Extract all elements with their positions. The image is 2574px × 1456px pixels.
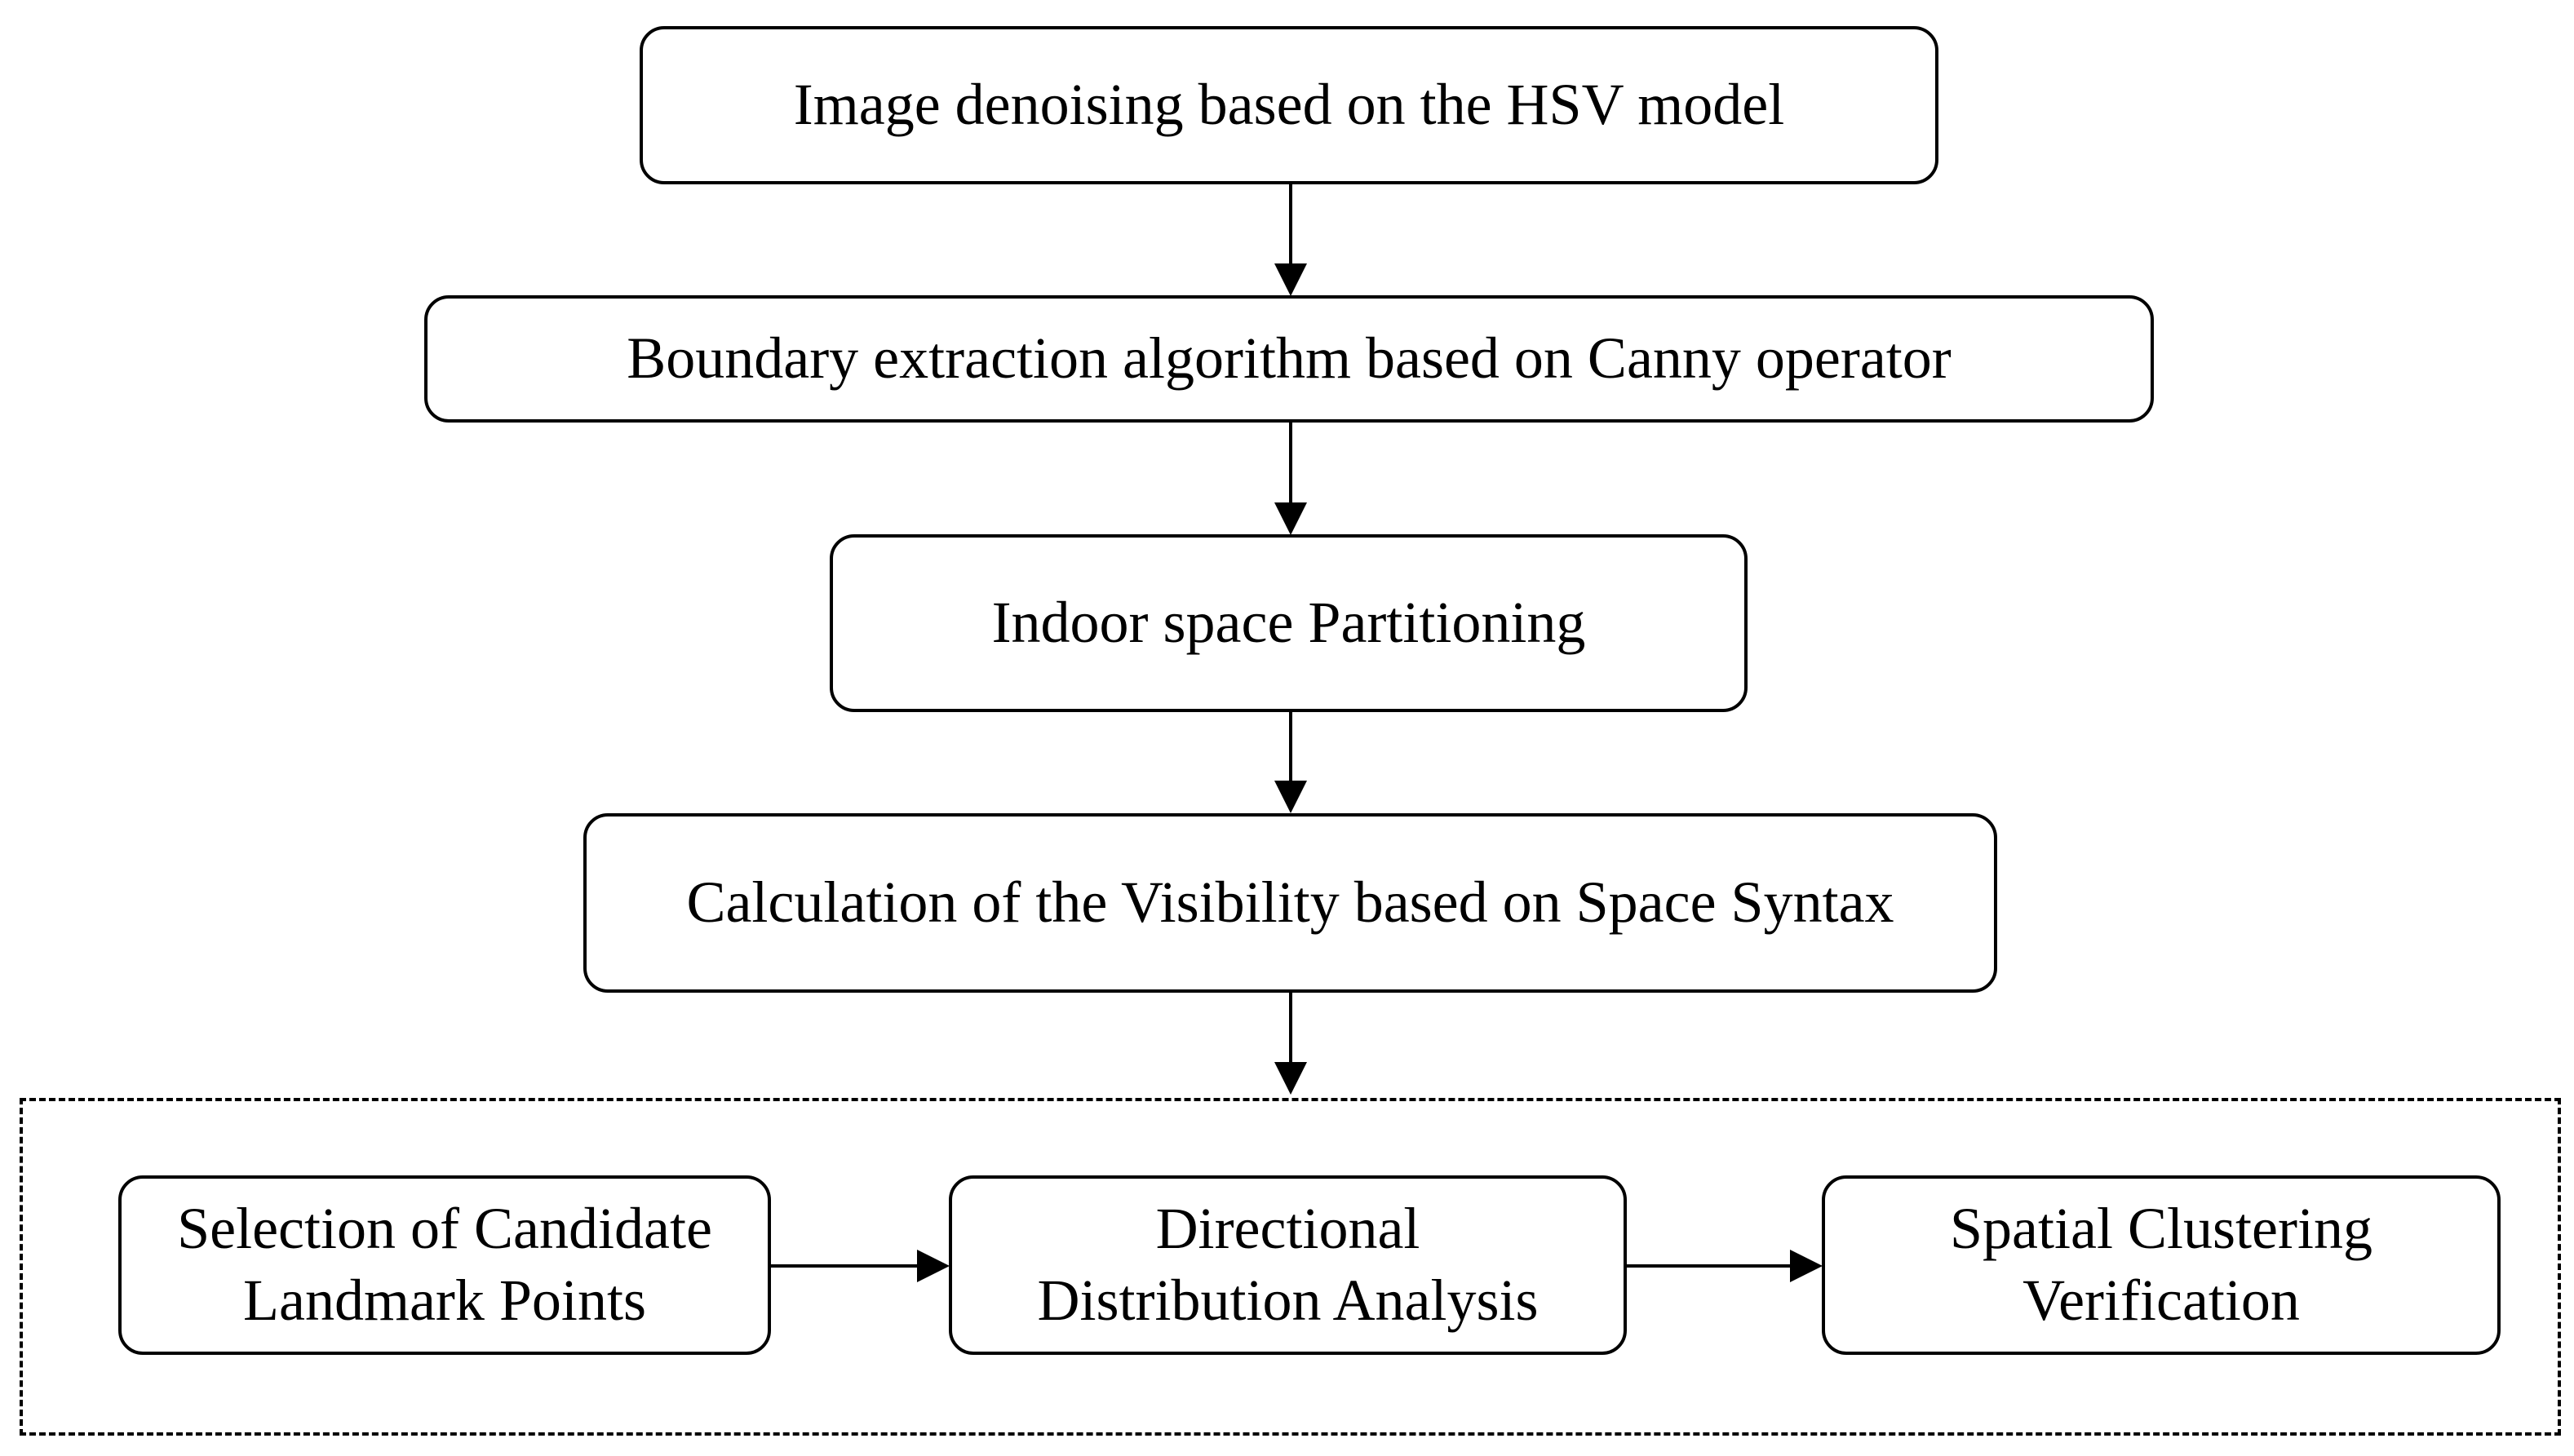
step-boundary-extraction: Boundary extraction algorithm based on C… bbox=[424, 295, 2154, 423]
step-image-denoising: Image denoising based on the HSV model bbox=[640, 26, 1938, 184]
spatial-clustering-verification-line1: Spatial Clustering bbox=[1950, 1196, 2372, 1262]
landmark-candidate-selection-text: Selection of Candidate Landmark Points bbox=[177, 1193, 712, 1337]
step-boundary-extraction-label: Boundary extraction algorithm based on C… bbox=[627, 325, 1952, 392]
landmark-selection-group bbox=[20, 1098, 2561, 1436]
directional-distribution-analysis: Directional Distribution Analysis bbox=[949, 1175, 1627, 1355]
step-visibility-calculation: Calculation of the Visibility based on S… bbox=[583, 813, 1997, 993]
landmark-candidate-selection-line2: Landmark Points bbox=[243, 1268, 646, 1333]
landmark-candidate-selection: Selection of Candidate Landmark Points bbox=[118, 1175, 771, 1355]
step-visibility-calculation-label: Calculation of the Visibility based on S… bbox=[686, 870, 1894, 936]
spatial-clustering-verification-line2: Verification bbox=[2022, 1268, 2300, 1333]
directional-distribution-analysis-line2: Distribution Analysis bbox=[1037, 1268, 1539, 1333]
spatial-clustering-verification-text: Spatial Clustering Verification bbox=[1950, 1193, 2372, 1337]
landmark-candidate-selection-line1: Selection of Candidate bbox=[177, 1196, 712, 1262]
spatial-clustering-verification: Spatial Clustering Verification bbox=[1822, 1175, 2501, 1355]
directional-distribution-analysis-text: Directional Distribution Analysis bbox=[1037, 1193, 1538, 1337]
step-indoor-partitioning-label: Indoor space Partitioning bbox=[991, 590, 1586, 656]
step-image-denoising-label: Image denoising based on the HSV model bbox=[793, 72, 1785, 138]
directional-distribution-analysis-line1: Directional bbox=[1155, 1196, 1420, 1262]
step-indoor-partitioning: Indoor space Partitioning bbox=[830, 534, 1748, 712]
